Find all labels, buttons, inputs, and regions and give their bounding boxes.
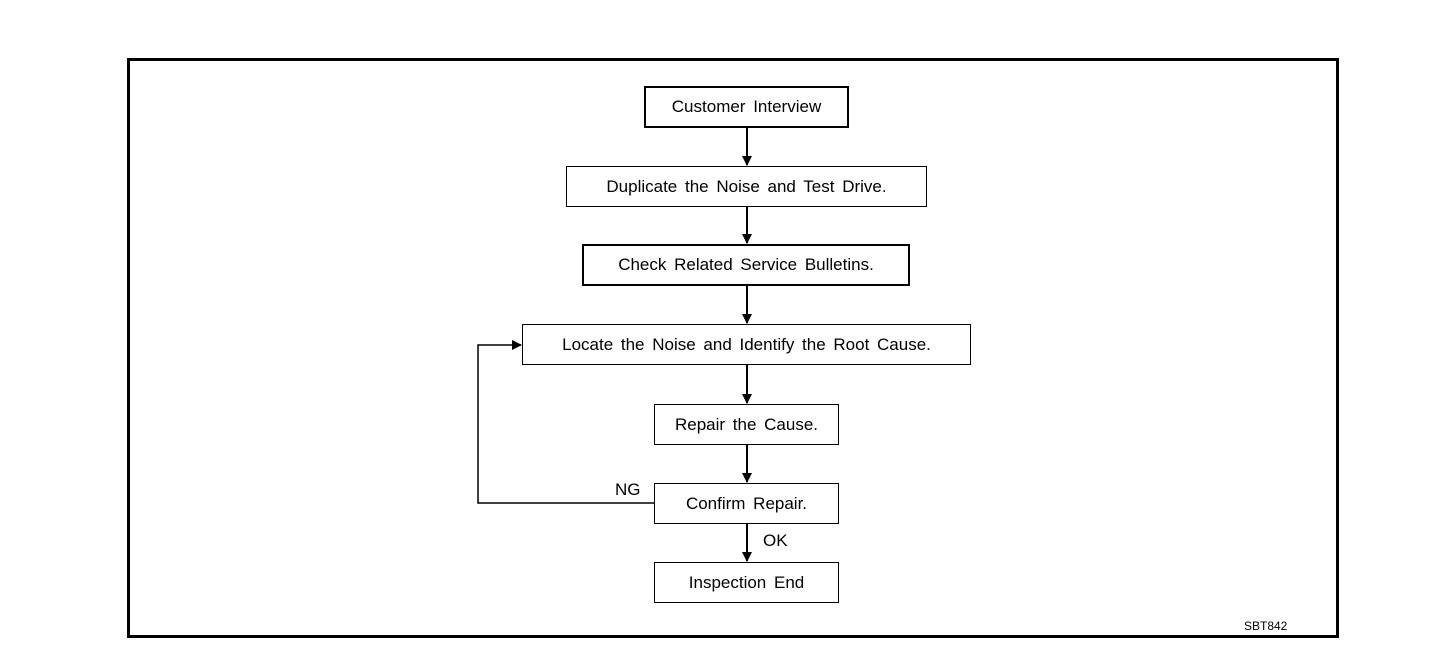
step-inspection-end: Inspection End	[654, 562, 839, 603]
step-confirm-repair-label: Confirm Repair.	[685, 493, 808, 513]
step-locate-noise-label: Locate the Noise and Identify the Root C…	[562, 334, 931, 354]
step-check-bulletins-label: Check Related Service Bulletins.	[618, 255, 874, 274]
step-repair-cause-label: Repair the Cause.	[674, 414, 819, 434]
step-confirm-repair: Confirm Repair.	[654, 483, 839, 524]
branch-label-ng: NG	[615, 480, 641, 499]
step-check-bulletins: Check Related Service Bulletins.	[582, 244, 910, 286]
figure-code: SBT842	[1244, 619, 1288, 633]
step-customer-interview-label: Customer Interview	[671, 97, 822, 116]
step-duplicate-noise: Duplicate the Noise and Test Drive.	[566, 166, 927, 207]
diagram-frame	[127, 58, 1339, 638]
step-duplicate-noise-label: Duplicate the Noise and Test Drive.	[606, 176, 887, 196]
branch-label-ok: OK	[763, 531, 788, 550]
ng-loop-arrow	[477, 340, 655, 504]
step-repair-cause: Repair the Cause.	[654, 404, 839, 445]
step-inspection-end-label: Inspection End	[688, 572, 805, 592]
step-customer-interview: Customer Interview	[644, 86, 849, 128]
step-locate-noise: Locate the Noise and Identify the Root C…	[522, 324, 971, 365]
